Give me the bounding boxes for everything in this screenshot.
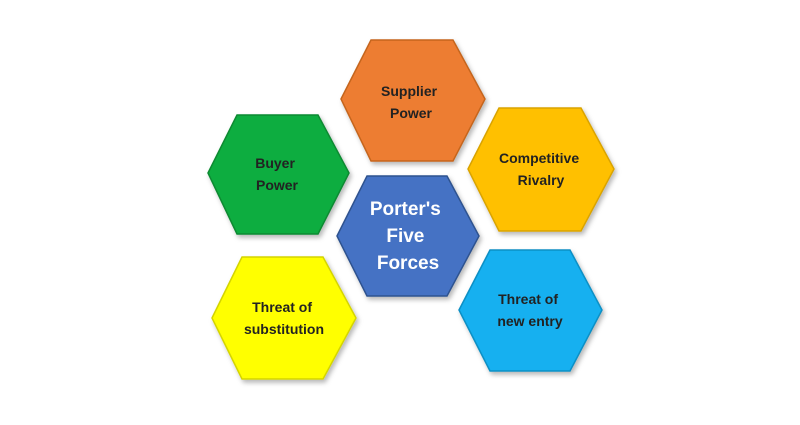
hexagon-shape-threat-of-substitution <box>211 256 357 380</box>
svg-text:Buyer Power: Buyer Power <box>255 155 299 193</box>
center-label-line-3: Forces <box>377 253 439 274</box>
hexagon-shape-supplier-power <box>340 39 486 162</box>
center-label-line-1: Porter's <box>370 199 441 220</box>
center-label-line-2: Five <box>386 226 424 247</box>
hexagon-label-buyer-power-line-1: Buyer <box>255 155 295 171</box>
svg-text:Porter's Five Forc: Porter's Five Forces <box>370 199 446 274</box>
hexagon-shape-threat-of-new-entry <box>458 249 603 372</box>
hexagon-label-threat-of-new-entry-line-1: Threat of <box>498 291 558 307</box>
svg-text:Competitive Rivalry: Competitive Rivalry <box>499 150 583 188</box>
hexagon-shape-center <box>336 175 480 297</box>
hexagon-label-supplier-power-line-2: Power <box>390 105 433 121</box>
hexagon-label-supplier-power-line-1: Supplier <box>381 83 438 99</box>
svg-text:Threat of substitution: Threat of substitution <box>244 299 324 337</box>
hexagon-label-competitive-rivalry-line-2: Rivalry <box>518 172 565 188</box>
hexagon-label-buyer-power-line-2: Power <box>256 177 299 193</box>
hexagon-label-threat-of-new-entry-line-2: new entry <box>497 313 563 329</box>
svg-text:Threat of new entry: Threat of new entry <box>497 291 563 329</box>
hexagon-shape-competitive-rivalry <box>467 107 615 232</box>
hexagon-center-porters-five-forces: Porter's Five Forces <box>336 175 480 297</box>
hexagon-label-competitive-rivalry-line-1: Competitive <box>499 150 579 166</box>
hexagon-label-threat-of-substitution-line-2: substitution <box>244 321 324 337</box>
hexagon-buyer-power: Buyer Power <box>207 114 350 235</box>
hexagon-threat-of-new-entry: Threat of new entry <box>458 249 603 372</box>
hexagon-competitive-rivalry: Competitive Rivalry <box>467 107 615 232</box>
hexagon-label-threat-of-substitution-line-1: Threat of <box>252 299 312 315</box>
svg-text:Supplier Power: Supplier Power <box>381 83 441 121</box>
hexagon-supplier-power: Supplier Power <box>340 39 486 162</box>
hexagon-shape-buyer-power <box>207 114 350 235</box>
hexagon-threat-of-substitution: Threat of substitution <box>211 256 357 380</box>
